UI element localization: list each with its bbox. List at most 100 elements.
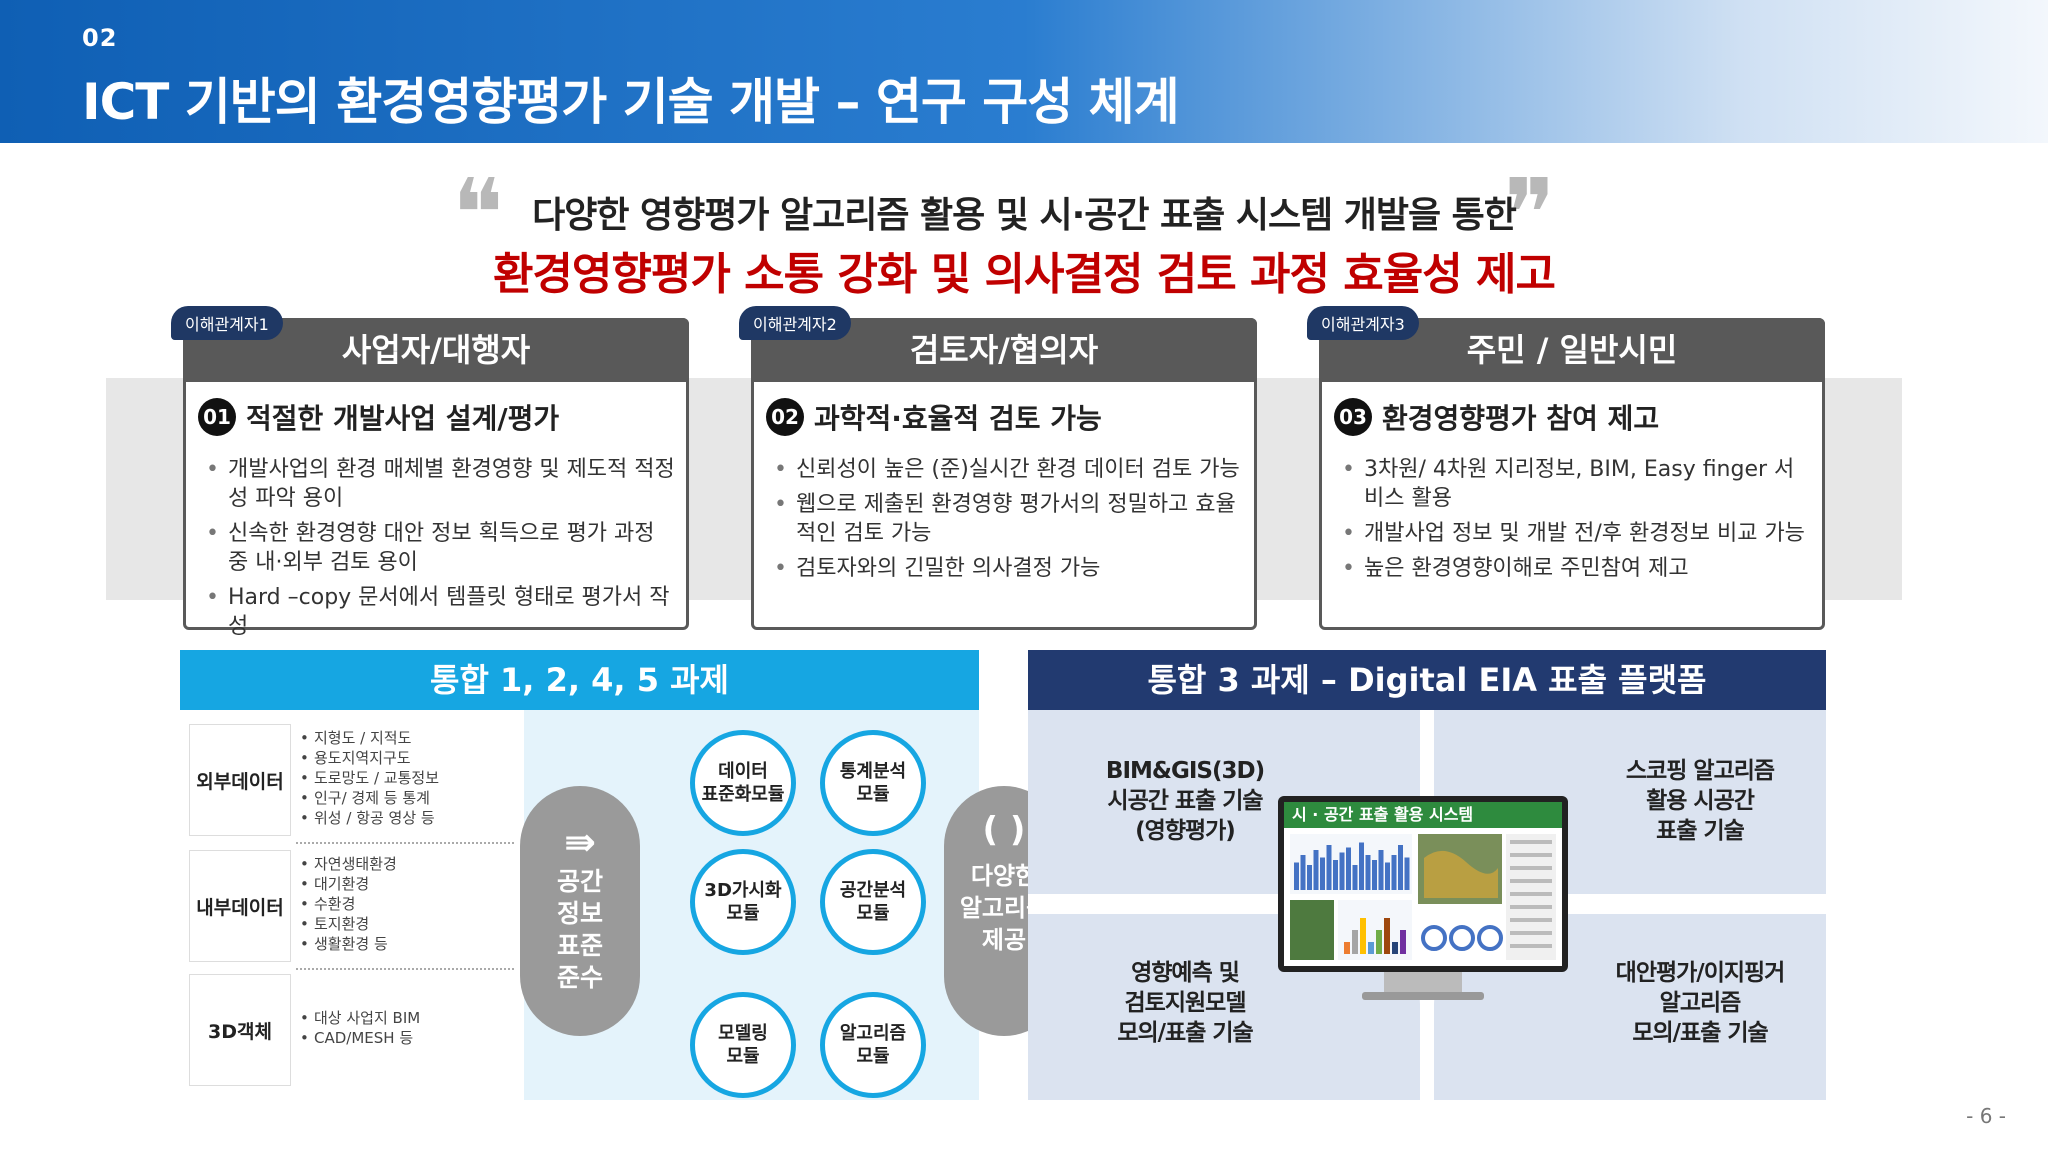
data-item: 대기환경 [300,874,397,894]
data-group-label: 외부데이터 [189,724,291,836]
platform-item: 영향예측 및 검토지원모델 모의/표출 기술 [1117,960,1253,1046]
bullet-item: 웹으로 제출된 환경영향 평가서의 정밀하고 효율적인 검토 가능 [774,490,1244,548]
mini-bar [1344,942,1350,954]
mini-bar [1368,942,1374,954]
bullet-item: 개발사업의 환경 매체별 환경영향 및 제도적 적정성 파악 용이 [206,455,676,513]
data-group-list: 대상 사업지 BIM CAD/MESH 등 [300,1008,420,1048]
donut-chart [1477,925,1503,951]
module-label: 3D가시화 모듈 [704,880,782,924]
bar [1300,855,1306,890]
mini-bar [1360,918,1366,954]
map-area [1424,850,1498,898]
page-title: ICT 기반의 환경영향평가 기술 개발 – 연구 구성 체계 [82,73,1180,131]
data-item: 토지환경 [300,914,397,934]
triple-arrow-icon: ⇛ [564,820,596,864]
bar [1313,850,1319,890]
data-group-label: 내부데이터 [189,850,291,962]
module-circle: 알고리즘 모듈 [820,992,926,1098]
module-circle: 통계분석 모듈 [820,730,926,836]
data-group-list: 지형도 / 지적도 용도지역지구도 도로망도 / 교통정보 인구/ 경제 등 통… [300,728,439,828]
data-group-label: 3D객체 [189,974,291,1086]
data-item: 용도지역지구도 [300,748,439,768]
data-item: CAD/MESH 등 [300,1028,420,1048]
data-item: 도로망도 / 교통정보 [300,768,439,788]
data-item: 인구/ 경제 등 통계 [300,788,439,808]
list-line [1510,931,1552,935]
bullet-list: 3차원/ 4차원 지리정보, BIM, Easy finger 서비스 활용 개… [1342,455,1812,589]
monitor-base [1362,992,1484,1000]
data-item: 수환경 [300,894,397,914]
module-label: 데이터 표준화모듈 [701,761,785,805]
bullet-item: 검토자와의 긴밀한 의사결정 가능 [774,554,1244,583]
stakeholder-title: 검토자/협의자 [751,318,1257,382]
list-line [1510,879,1552,883]
number-badge: 01 [198,398,236,436]
data-item: 지형도 / 지적도 [300,728,439,748]
data-group-list: 자연생태환경 대기환경 수환경 토지환경 생활환경 등 [300,854,397,954]
bullet-list: 개발사업의 환경 매체별 환경영향 및 제도적 적정성 파악 용이 신속한 환경… [206,455,676,647]
stakeholder-tag: 이해관계자1 [171,306,283,340]
bar [1359,842,1364,890]
bullet-item: Hard –copy 문서에서 템플릿 형태로 평가서 작성 [206,583,676,641]
right-panel-title: 통합 3 과제 – Digital EIA 표출 플랫폼 [1028,650,1826,710]
headline-line1: 다양한 영향평가 알고리즘 활용 및 시·공간 표출 시스템 개발을 통한 [532,195,1517,236]
mini-bar [1392,942,1398,954]
bar [1385,862,1390,890]
bar [1326,845,1332,890]
divider [296,842,514,844]
bar [1307,865,1312,890]
mini-bar [1400,930,1406,954]
list-line [1510,866,1552,870]
list-line [1510,944,1552,948]
bar [1372,860,1377,890]
platform-item: 스코핑 알고리즘 활용 시공간 표출 기술 [1625,758,1775,844]
system-screen: 시 · 공간 표출 활용 시스템 [1284,802,1562,966]
stakeholder-tag: 이해관계자2 [739,306,851,340]
list-line [1510,905,1552,909]
module-label: 모델링 모듈 [718,1023,768,1067]
page-number: - 6 - [1966,1104,2006,1128]
bullet-item: 신뢰성이 높은 (준)실시간 환경 데이터 검토 가능 [774,455,1244,484]
bar [1365,855,1371,890]
module-circle: 데이터 표준화모듈 [690,730,796,836]
close-quote-icon: ❞ [1504,158,1556,270]
open-quote-icon: ❝ [452,158,504,270]
cycle-icon: ( ) [982,810,1026,850]
bar [1346,847,1351,890]
bar [1333,860,1338,890]
bar [1320,857,1325,890]
list-line [1510,840,1552,844]
module-label: 알고리즘 모듈 [839,1023,907,1067]
platform-item: 대안평가/이지핑거 알고리즘 모의/표출 기술 [1615,960,1786,1046]
bar [1339,852,1345,890]
mini-bar [1384,918,1390,954]
data-item: 자연생태환경 [300,854,397,874]
headline-line2: 환경영향평가 소통 강화 및 의사결정 검토 과정 효율성 제고 [492,249,1556,300]
left-panel-title: 통합 1, 2, 4, 5 과제 [180,650,979,710]
list-line [1510,892,1552,896]
bar [1398,845,1403,890]
mini-chart-panel [1338,900,1412,960]
bar [1378,850,1384,890]
stakeholder-subtitle: 03 환경영향평가 참여 제고 [1334,397,1659,437]
number-badge: 03 [1334,398,1372,436]
screen-title: 시 · 공간 표출 활용 시스템 [1284,802,1562,828]
region-map [1290,900,1334,960]
bar [1294,862,1299,890]
mini-bar [1352,930,1358,954]
data-item: 생활환경 등 [300,934,397,954]
data-item: 위성 / 항공 영상 등 [300,808,439,828]
bullet-item: 3차원/ 4차원 지리정보, BIM, Easy finger 서비스 활용 [1342,455,1812,513]
module-circle: 모델링 모듈 [690,992,796,1098]
data-item: 대상 사업지 BIM [300,1008,420,1028]
subtitle-text: 환경영향평가 참여 제고 [1382,402,1660,435]
platform-item: BIM&GIS(3D) 시공간 표출 기술 (영향평가) [1105,758,1265,844]
bar [1352,865,1358,890]
bullet-item: 개발사업 정보 및 개발 전/후 환경정보 비교 가능 [1342,519,1812,548]
spatial-standard-pill: ⇛ 공간 정보 표준 준수 [520,786,640,1036]
